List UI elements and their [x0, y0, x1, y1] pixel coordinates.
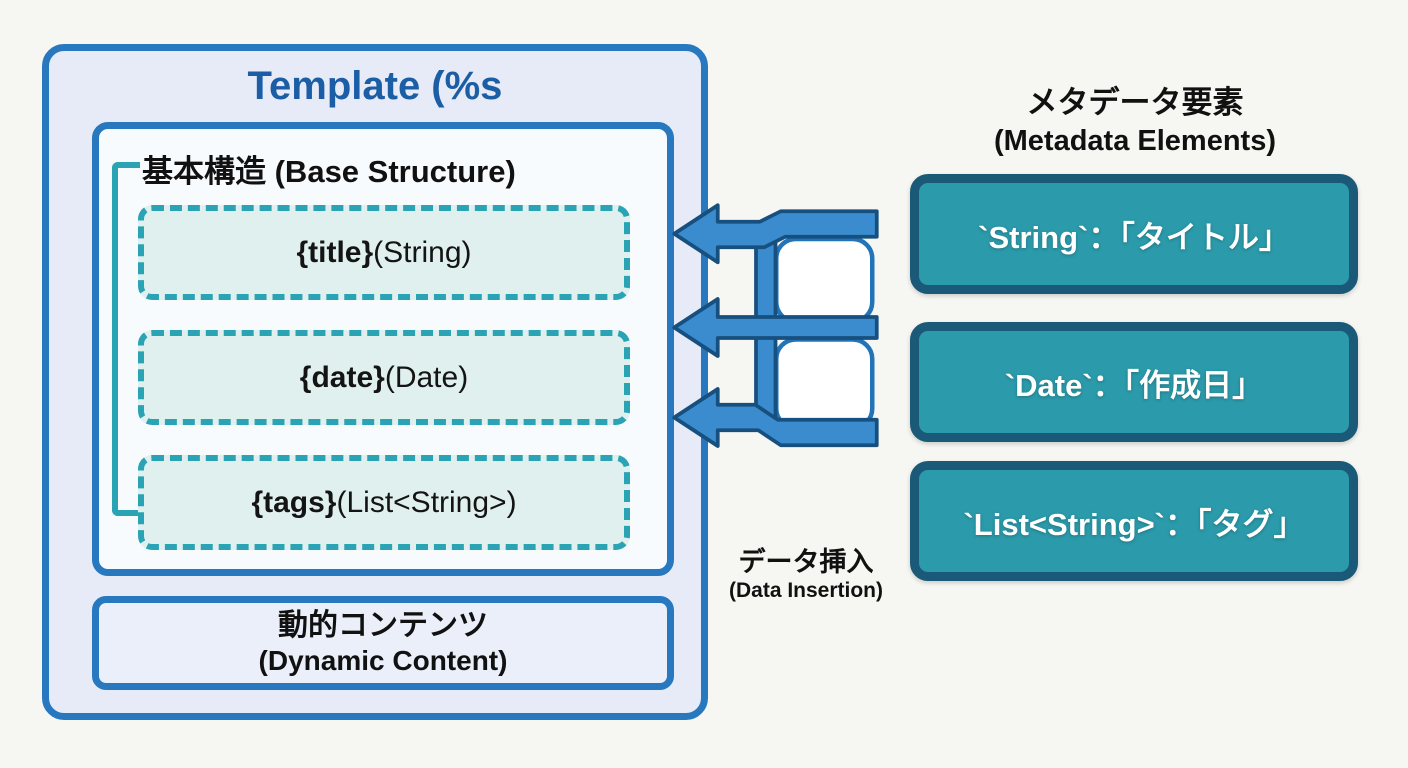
field-box-tags: {tags} (List<String>) — [138, 455, 630, 550]
field-box-date: {date} (Date) — [138, 330, 630, 425]
data-insertion-label-en: (Data Insertion) — [728, 579, 883, 603]
field-name: {title} — [296, 235, 374, 269]
field-type: (String) — [373, 235, 472, 269]
metadata-heading-en: (Metadata Elements) — [993, 124, 1276, 157]
data-insertion-arrows — [672, 203, 879, 448]
field-name: {date} — [299, 360, 385, 394]
metadata-box-date: `Date`：「作成日」 — [910, 322, 1358, 442]
metadata-heading: メタデータ要素 (Metadata Elements) — [900, 84, 1370, 159]
dynamic-content-label-jp: 動的コンテンツ — [278, 609, 488, 643]
metadata-box-string: `String`：「タイトル」 — [910, 174, 1358, 294]
metadata-box-label: `String`：「タイトル」 — [978, 219, 1290, 255]
template-title: Template (%s — [247, 64, 503, 108]
field-box-title: {title} (String) — [138, 205, 630, 300]
base-structure-label: 基本構造 (Base Structure) — [142, 154, 516, 189]
dynamic-content-label-en: (Dynamic Content) — [258, 645, 508, 677]
arrow-date — [672, 297, 879, 358]
metadata-box-label: `List<String>`：「タグ」 — [963, 506, 1305, 542]
metadata-heading-jp: メタデータ要素 — [1026, 85, 1244, 120]
field-type: (Date) — [384, 360, 469, 394]
data-insertion-label-jp: データ挿入 — [738, 547, 874, 577]
data-insertion-label: データ挿入 (Data Insertion) — [690, 546, 922, 605]
metadata-box-list: `List<String>`：「タグ」 — [910, 461, 1358, 581]
field-type: (List<String>) — [336, 485, 517, 519]
field-name: {tags} — [251, 485, 337, 519]
dynamic-content-box: 動的コンテンツ (Dynamic Content) — [92, 596, 674, 690]
arrow-title — [672, 203, 879, 265]
metadata-box-label: `Date`：「作成日」 — [1004, 367, 1264, 403]
base-structure-bracket — [112, 162, 140, 516]
arrow-tags — [672, 387, 879, 448]
